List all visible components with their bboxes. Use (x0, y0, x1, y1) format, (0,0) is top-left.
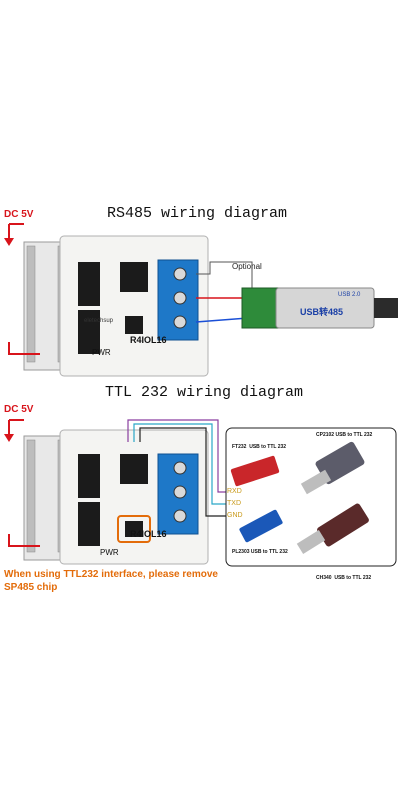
sp485-chip (125, 521, 143, 537)
module-label-cp2102: CP2102 USB to TTL 232 (316, 432, 373, 438)
power-arrow-icon (4, 419, 24, 442)
pl2303-module-image (239, 509, 283, 543)
terminal-screws (173, 461, 187, 523)
rs485-board-model: R4IOL16 (130, 335, 167, 345)
rs485-diagram (4, 223, 398, 377)
sp485-removal-warning: When using TTL232 interface, please remo… (4, 569, 218, 593)
signal-label-txd: TXD (227, 500, 241, 507)
rs485-title: RS485 wiring diagram (107, 205, 288, 222)
ic-chip (120, 454, 148, 484)
signal-label-rxd: RXD (227, 488, 242, 495)
sp485-chip (125, 316, 143, 334)
rs485-pwr-label: PWR (92, 348, 111, 357)
ttl232-title: TTL 232 wiring diagram (105, 384, 304, 401)
ic-chip (120, 262, 148, 292)
module-label-ft232: FT232 USB to TTL 232 (232, 444, 287, 450)
sp485-chip-highlight (117, 515, 151, 543)
ic-chip (78, 262, 100, 306)
ic-chip (78, 454, 100, 498)
signal-label-gnd: GND (227, 512, 243, 519)
rs485-adapter-usb: USB 2.0 (338, 292, 361, 298)
terminal-screws (173, 267, 187, 329)
module-label-ch340: CH340 USB to TTL 232 (316, 575, 372, 581)
rs485-power-label: DC 5V (4, 209, 34, 220)
rs485-brand: eletechsup (84, 318, 114, 324)
module-label-pl2303: PL2303 USB to TTL 232 (232, 549, 288, 555)
ttl232-pwr-label: PWR (100, 548, 119, 557)
rs485-optional-label: Optional (232, 262, 262, 271)
ch340-module-image (296, 503, 369, 554)
ttl232-power-label: DC 5V (4, 404, 34, 415)
rs485-adapter-label: USB转485 (300, 307, 344, 317)
green-terminal (241, 287, 279, 329)
power-arrow-icon (4, 223, 24, 246)
ic-chip (78, 310, 100, 354)
ttl232-diagram (4, 419, 397, 567)
ttl232-board-model: R4IOL16 (130, 529, 167, 539)
ic-chip (78, 502, 100, 546)
ft232-module-image (230, 455, 280, 487)
usb-plug (374, 298, 398, 318)
cp2102-module-image (300, 441, 365, 495)
